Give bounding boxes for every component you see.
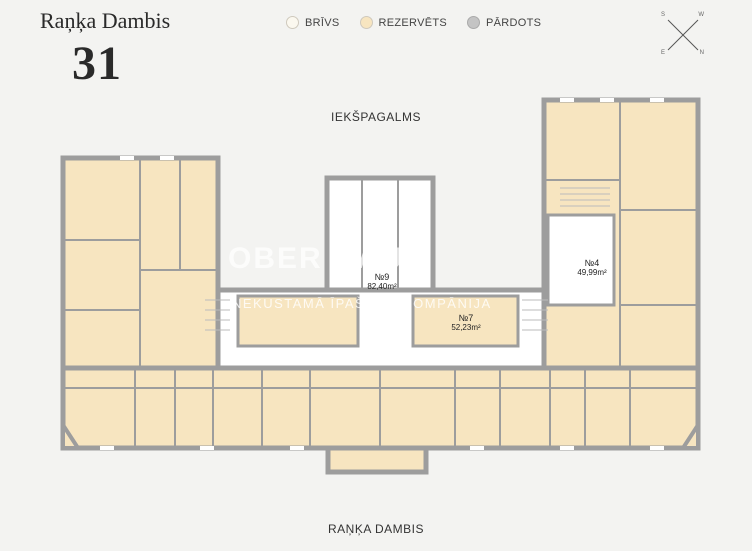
unit-measure: m² <box>471 323 481 332</box>
unit-id: №9 <box>374 272 390 282</box>
watermark-brand: OBER HAUS <box>228 242 427 275</box>
bottom-projection[interactable] <box>325 445 429 475</box>
center-block <box>324 175 436 293</box>
apartment-4[interactable] <box>546 213 616 307</box>
corner-bay-right <box>679 418 700 450</box>
corner-bay-left <box>61 418 82 450</box>
legend-item-sold[interactable]: PĀRDOTS <box>467 16 541 29</box>
sold-dot-icon <box>467 16 481 29</box>
courtyard-label: IEKŠPAGALMS <box>331 110 421 124</box>
building-title: Raņķa Dambis <box>40 8 171 33</box>
street-label: RAŅĶA DAMBIS <box>327 522 425 536</box>
building-number: 31 <box>72 37 122 90</box>
legend-label: PĀRDOTS <box>486 16 542 29</box>
compass-s: S <box>661 12 666 18</box>
unit-label-7[interactable]: №7 52,23m² <box>446 313 486 333</box>
unit-id: №7 <box>458 313 474 323</box>
watermark-tagline: NEKUSTAMĀ ĪPAŠUMA KOMPĀNIJA <box>232 296 492 311</box>
legend: BRĪVS REZERVĒTS PĀRDOTS <box>286 16 541 29</box>
apartment-mid-left[interactable] <box>236 294 360 348</box>
legend-label: BRĪVS <box>305 16 340 29</box>
compass-n: N <box>699 50 704 56</box>
compass-icon: S W E N <box>660 12 706 58</box>
unit-area: 52,23 <box>451 323 472 332</box>
legend-item-free[interactable]: BRĪVS <box>286 16 340 29</box>
unit-area: 82,40 <box>367 282 388 291</box>
unit-measure: m² <box>387 282 397 291</box>
unit-id: №4 <box>584 258 600 268</box>
unit-measure: m² <box>597 268 607 277</box>
legend-item-reserved[interactable]: REZERVĒTS <box>359 16 448 29</box>
compass-w: W <box>698 12 704 18</box>
reserved-dot-icon <box>359 16 373 29</box>
unit-label-9[interactable]: №9 82,40m² <box>364 272 400 292</box>
unit-area: 49,99 <box>577 268 598 277</box>
legend-label: REZERVĒTS <box>378 16 448 29</box>
compass-e: E <box>661 50 666 56</box>
apartment-7[interactable] <box>411 294 520 348</box>
unit-label-4[interactable]: №4 49,99m² <box>572 258 612 278</box>
free-dot-icon <box>286 16 299 29</box>
